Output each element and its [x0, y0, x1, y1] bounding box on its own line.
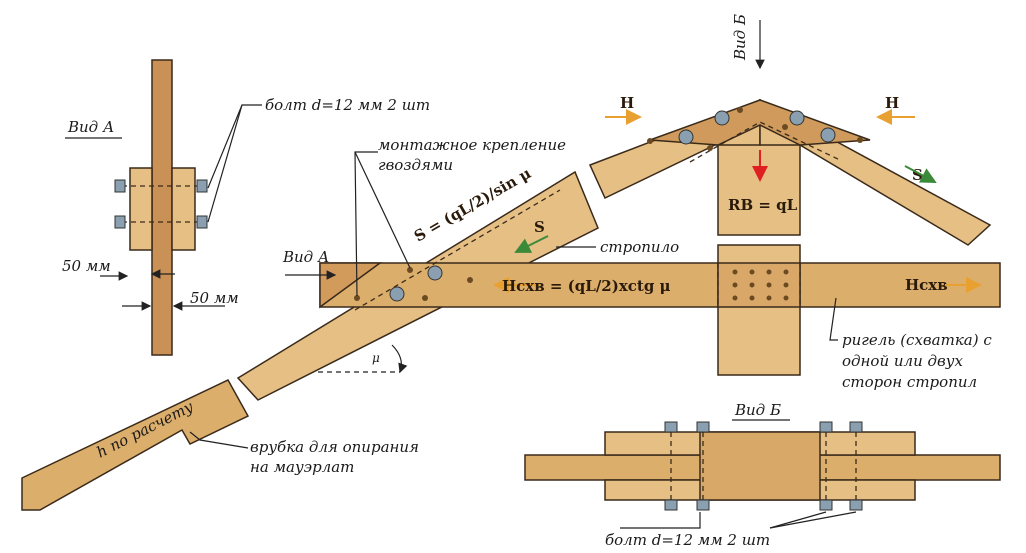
bolt-nut-icon	[196, 179, 208, 193]
beam-h-label: Hсхв	[905, 276, 948, 294]
rafter-section	[151, 59, 173, 356]
notch-label-line2: на мауэрлат	[250, 458, 354, 476]
s-right-label: S	[912, 166, 923, 184]
beam-label-line1: ригель (схватка) с	[842, 331, 992, 349]
nails-label-line1: монтажное крепление	[378, 136, 566, 154]
bolt-head-icon	[114, 179, 126, 193]
h-right-label: H	[885, 94, 899, 112]
beam-label-line3: сторон стропил	[842, 373, 977, 391]
rafter-lower-piece	[21, 379, 250, 511]
dim-label-plate: 50 мм	[62, 257, 111, 275]
bolt-icon	[389, 286, 405, 302]
reaction-label: RB = qL	[728, 196, 798, 214]
ridge-rafters	[588, 98, 992, 246]
view-b-arrow-label: Вид Б	[731, 14, 749, 61]
rafter-s-label: S	[534, 218, 545, 236]
view-b-title: Вид Б	[734, 401, 781, 419]
view-a-arrow-label: Вид А	[282, 248, 329, 266]
view-b-bolt-label: болт d=12 мм 2 шт	[605, 531, 770, 549]
bolt-icon	[678, 129, 694, 145]
right-plate	[171, 167, 196, 251]
dim-label-rafter: 50 мм	[190, 289, 239, 307]
view-a-section	[65, 59, 262, 356]
view-a-title: Вид А	[67, 118, 114, 136]
view-b-section	[524, 421, 1001, 511]
nails-label-line2: гвоздями	[378, 156, 453, 174]
notch-label-line1: врубка для опирания	[250, 438, 419, 456]
h-left-label: H	[620, 94, 634, 112]
bolt-nut-icon	[196, 215, 208, 229]
rafter-label: стропило	[600, 238, 679, 256]
beam-force-formula: Hсхв = (qL/2)xctg μ	[502, 277, 671, 295]
fasteners	[354, 107, 863, 302]
bolt-icon	[820, 127, 836, 143]
bolt-icon	[427, 265, 443, 281]
bolt-icon	[714, 110, 730, 126]
beam-label-line2: одной или двух	[842, 352, 963, 370]
angle-mu: μ	[372, 351, 380, 365]
left-plate	[129, 167, 153, 251]
s-arrow-icon	[514, 235, 549, 253]
bolt-head-icon	[114, 215, 126, 229]
bolt-icon	[789, 110, 805, 126]
view-a-bolt-label: болт d=12 мм 2 шт	[265, 96, 430, 114]
